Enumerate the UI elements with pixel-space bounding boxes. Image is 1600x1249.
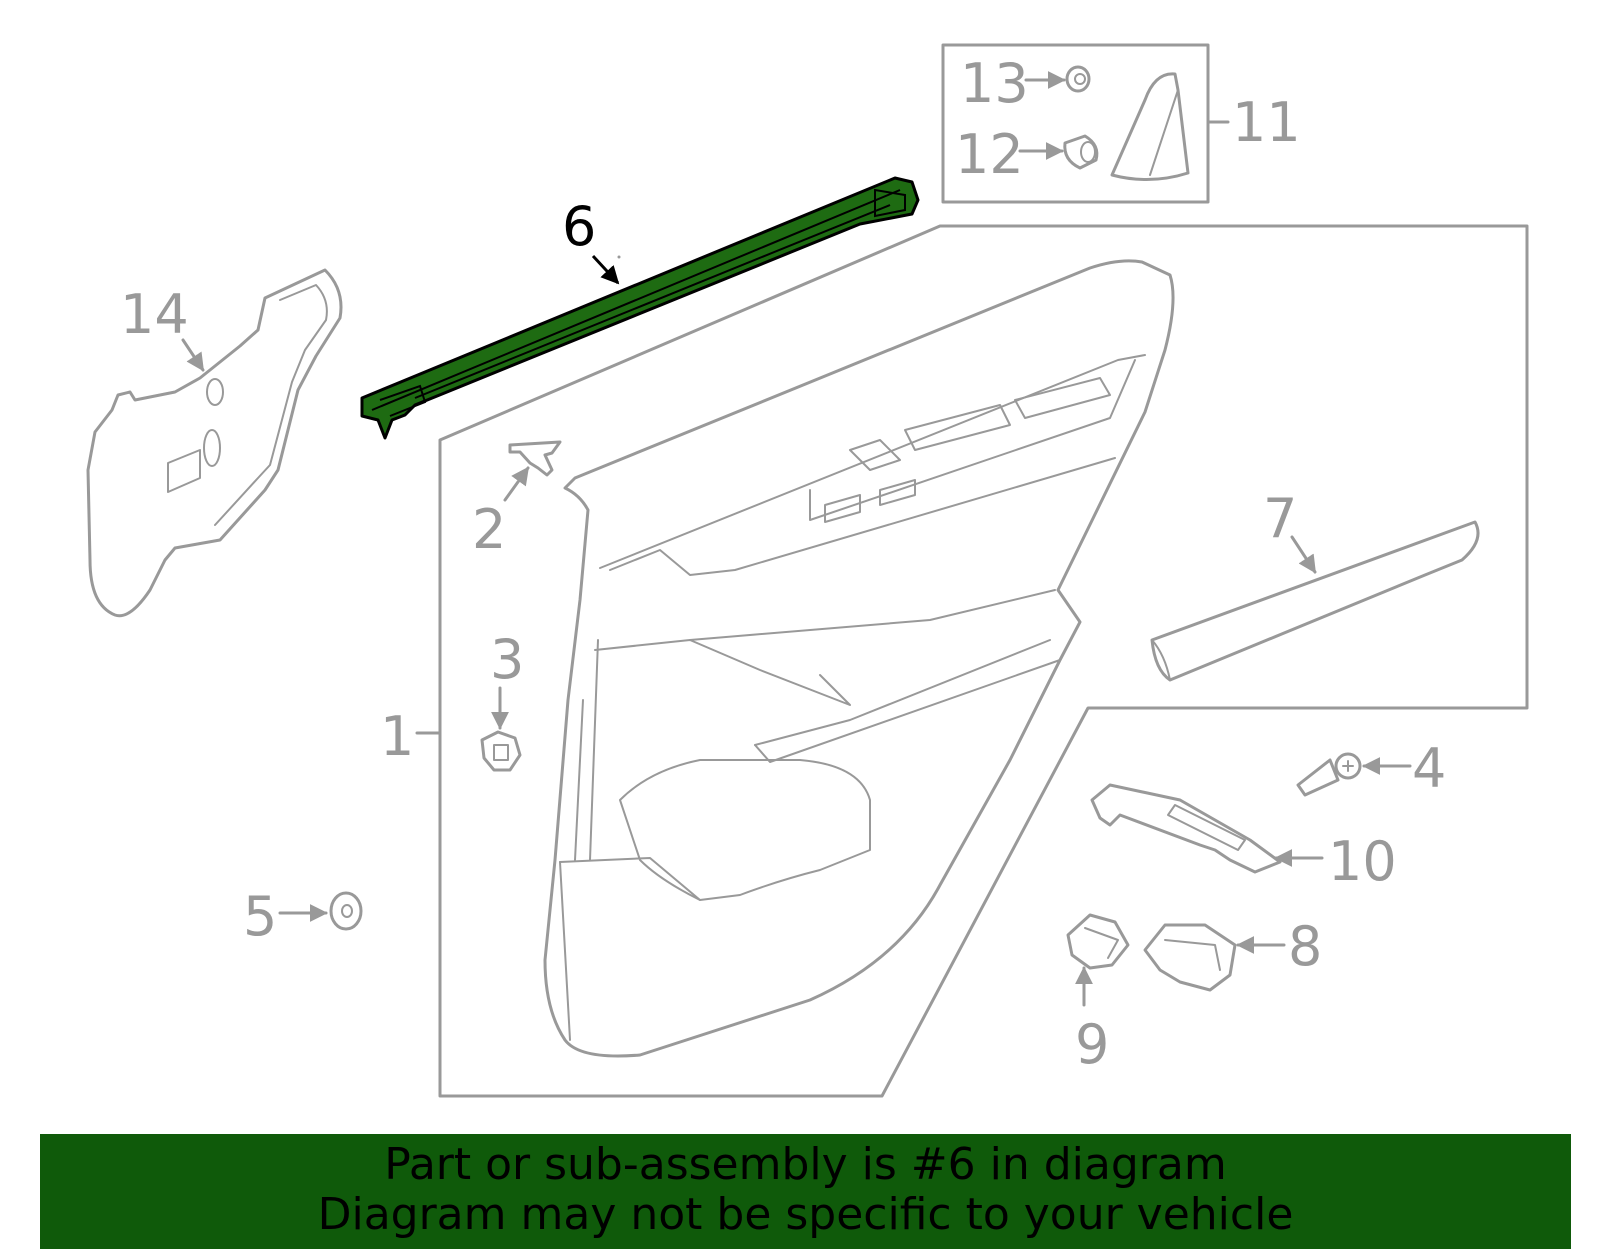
info-banner: Part or sub-assembly is #6 in diagram Di…: [40, 1134, 1571, 1249]
switch-part-8: [1143, 923, 1237, 992]
assembly-frame: [438, 224, 1529, 1098]
callout-14: 14: [120, 283, 189, 346]
switch-bezel-part-10: [1090, 783, 1282, 874]
callout-5: 5: [243, 885, 277, 948]
callout-13: 13: [960, 52, 1029, 115]
callout-10: 10: [1328, 830, 1397, 893]
water-shield-part-14: [86, 268, 343, 618]
door-panel: [543, 259, 1175, 1058]
trim-strip-part-7: [1150, 520, 1480, 682]
callout-1: 1: [380, 705, 414, 768]
callout-2: 2: [472, 498, 506, 561]
banner-line-disclaimer: Diagram may not be specific to your vehi…: [317, 1189, 1294, 1240]
callout-3: 3: [490, 628, 524, 691]
callout-6: 6: [562, 195, 596, 258]
grommet-part-5: [329, 891, 363, 931]
callout-11: 11: [1232, 91, 1301, 154]
banner-line-part: Part or sub-assembly is #6 in diagram: [384, 1139, 1227, 1190]
callout-9: 9: [1075, 1013, 1109, 1076]
switch-part-9: [1066, 913, 1130, 970]
clip-part-2: [508, 440, 562, 477]
callout-12: 12: [955, 123, 1024, 186]
screw-part-4: [1296, 752, 1362, 797]
leader-lines: [181, 71, 1412, 1007]
callout-8: 8: [1288, 915, 1322, 978]
weatherstrip-part-6: [360, 176, 920, 440]
nut-part-3: [480, 730, 522, 772]
callout-7: 7: [1263, 487, 1297, 550]
callout-4: 4: [1412, 737, 1446, 800]
